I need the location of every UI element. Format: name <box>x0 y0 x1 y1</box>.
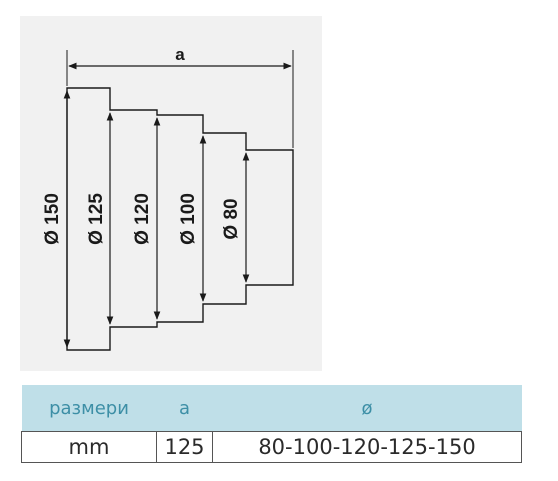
cell-diameters: 80-100-120-125-150 <box>212 431 522 463</box>
cell-unit: mm <box>21 431 157 463</box>
width-label: a <box>175 45 185 64</box>
width-dimension: a <box>66 45 294 148</box>
diameter-label-100: Ø 100 <box>178 193 199 245</box>
reducer-drawing: a Ø 150 Ø 125 Ø 120 Ø 100 Ø 80 <box>20 16 322 371</box>
diameter-label-125: Ø 125 <box>86 193 107 245</box>
table-row: mm 125 80-100-120-125-150 <box>21 431 522 463</box>
diameter-label-120: Ø 120 <box>132 193 153 245</box>
spec-table: размери a ø mm 125 80-100-120-125-150 <box>21 385 522 463</box>
diameter-label-80: Ø 80 <box>221 198 242 239</box>
header-diameter: ø <box>212 385 522 432</box>
diameter-label-150: Ø 150 <box>42 193 63 245</box>
spec-table-header: размери a ø <box>21 385 522 432</box>
cell-a-value: 125 <box>156 431 213 463</box>
reducer-outline <box>66 87 294 351</box>
header-a: a <box>156 385 213 432</box>
header-sizes: размери <box>21 385 157 432</box>
reducer-diagram-svg: a Ø 150 Ø 125 Ø 120 Ø 100 Ø 80 <box>42 45 294 351</box>
